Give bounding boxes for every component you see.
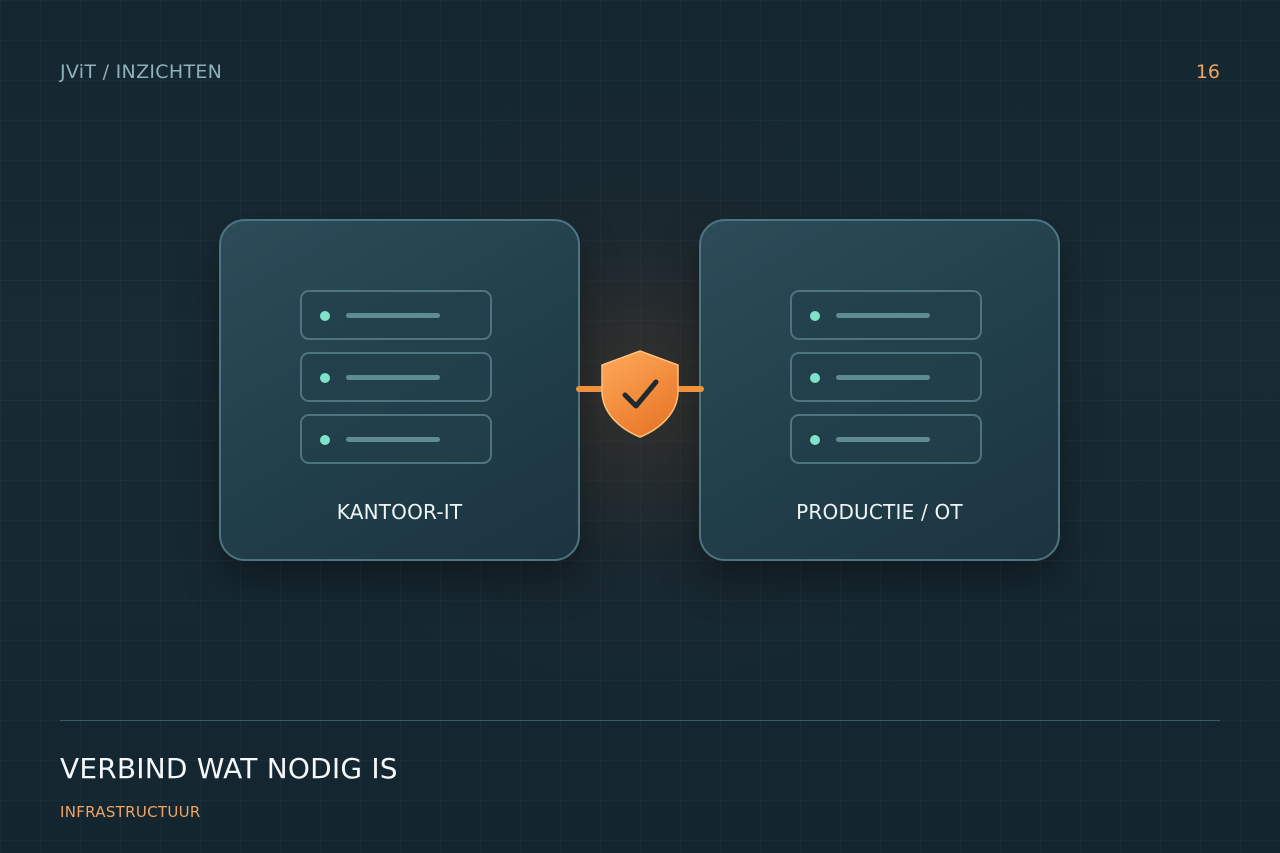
server-row — [790, 352, 982, 402]
kantoor-it-panel: KANTOOR-IT — [219, 219, 580, 561]
panel-label: PRODUCTIE / OT — [796, 500, 963, 524]
server-row — [790, 414, 982, 464]
connector-line-right — [670, 386, 704, 392]
server-bar — [836, 313, 930, 318]
panel-label: KANTOOR-IT — [336, 500, 463, 524]
status-dot — [810, 373, 820, 383]
slide-subtitle: INFRASTRUCTUUR — [60, 803, 201, 821]
status-dot — [810, 311, 820, 321]
status-dot — [810, 435, 820, 445]
status-dot — [320, 435, 330, 445]
server-bar — [836, 437, 930, 442]
server-bar — [346, 313, 440, 318]
server-bar — [346, 437, 440, 442]
connector-line-left — [576, 386, 610, 392]
productie-ot-panel: PRODUCTIE / OT — [699, 219, 1060, 561]
server-row — [300, 414, 492, 464]
status-dot — [320, 311, 330, 321]
slide-title: VERBIND WAT NODIG IS — [60, 752, 398, 785]
status-dot — [320, 373, 330, 383]
server-bar — [836, 375, 930, 380]
server-row — [790, 290, 982, 340]
server-row — [300, 352, 492, 402]
page-number: 16 — [1195, 61, 1220, 83]
footer-divider — [60, 720, 1220, 721]
server-bar — [346, 375, 440, 380]
server-row — [300, 290, 492, 340]
breadcrumb: JViT / INZICHTEN — [60, 61, 223, 83]
shield-check-icon — [601, 350, 679, 438]
